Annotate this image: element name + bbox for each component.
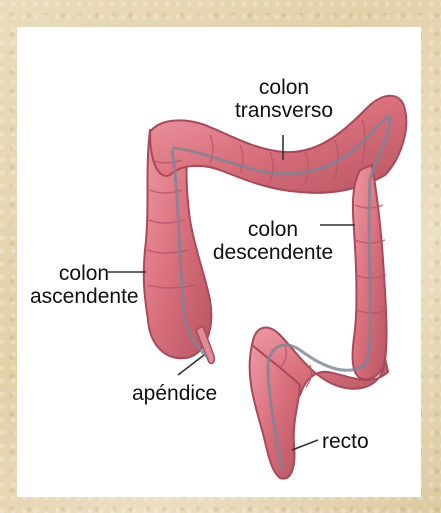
label-ascending-line2: ascendente [30,285,138,308]
label-descending-colon: colon descendente [210,218,336,264]
leader-rectum [292,440,318,450]
label-transverse-line2: transverso [234,99,334,122]
label-ascending-line1: colon [30,262,138,285]
label-transverse-line1: colon [234,76,334,99]
label-ascending-colon: colon ascendente [30,262,138,308]
label-descending-line1: colon [210,218,336,241]
label-rectum: recto [322,430,369,453]
label-transverse-colon: colon transverso [234,76,334,122]
label-descending-line2: descendente [210,241,336,264]
label-appendix: apéndice [132,382,217,405]
